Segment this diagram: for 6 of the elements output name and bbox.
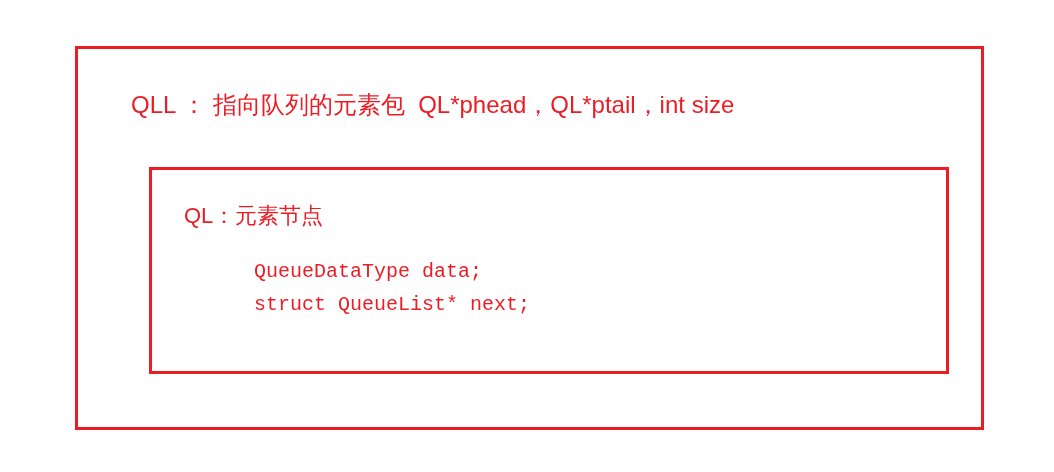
container-box (149, 167, 949, 374)
box-heading: QL：元素节点 (184, 202, 324, 230)
container-box (75, 46, 984, 430)
box-heading: QLL ： 指向队列的元素包 QL*phead，QL*ptail，int size (131, 90, 735, 120)
code-line: struct QueueList* next; (254, 293, 531, 317)
code-line: QueueDataType data; (254, 260, 483, 284)
